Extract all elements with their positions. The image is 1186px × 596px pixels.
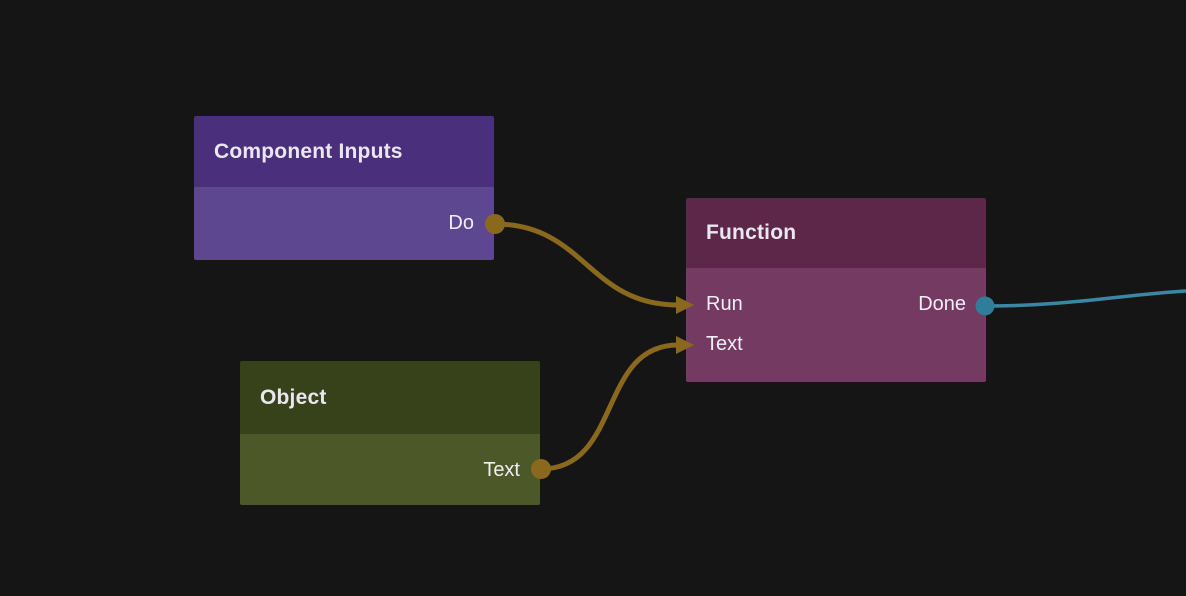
input-port-label-run: Run <box>706 292 743 315</box>
node-component-inputs[interactable]: Component Inputs Do <box>194 116 494 260</box>
port-row-text: Text <box>260 450 520 490</box>
node-body: Text <box>240 434 540 505</box>
wire-text-to-text[interactable] <box>540 342 679 472</box>
node-body: Run Done Text <box>686 268 986 382</box>
node-header[interactable]: Component Inputs <box>194 116 494 187</box>
output-port-label-done: Done <box>918 292 966 315</box>
wire-do-to-run[interactable] <box>494 221 679 308</box>
port-row-run-done: Run Done <box>706 284 966 324</box>
node-header[interactable]: Function <box>686 198 986 268</box>
wire-done-out[interactable] <box>984 289 1186 308</box>
node-header[interactable]: Object <box>240 361 540 434</box>
node-title: Object <box>260 385 327 409</box>
node-function[interactable]: Function Run Done Text <box>686 198 986 382</box>
node-body: Do <box>194 187 494 260</box>
input-port-label-text: Text <box>706 332 743 355</box>
node-object[interactable]: Object Text <box>240 361 540 505</box>
node-title: Component Inputs <box>214 139 403 163</box>
output-port-label-text: Text <box>483 458 520 481</box>
port-row-do: Do <box>214 203 474 243</box>
port-row-text: Text <box>706 324 966 364</box>
node-title: Function <box>706 221 797 244</box>
output-port-label-do: Do <box>448 211 474 234</box>
